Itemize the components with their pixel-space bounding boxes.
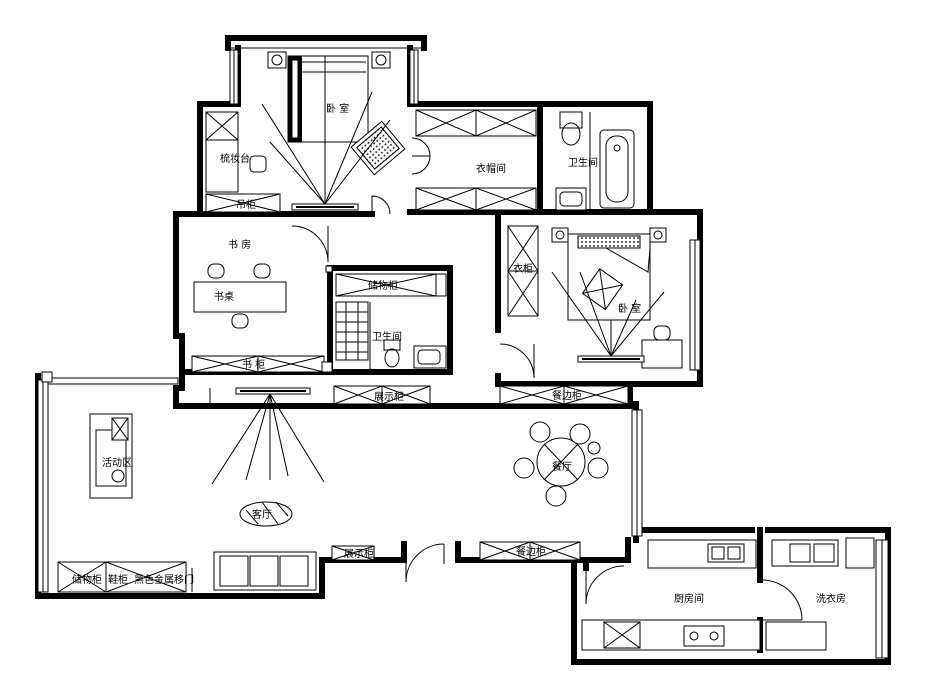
study-furniture <box>191 225 333 373</box>
label-laundry: 洗衣房 <box>816 592 846 605</box>
label-living: 客厅 <box>252 508 272 521</box>
label-bath-mid: 卫生间 <box>372 330 402 343</box>
bathroom-mid <box>321 301 447 373</box>
sideboard-top <box>499 385 629 405</box>
label-bedroom-right: 卧 室 <box>618 302 641 315</box>
label-study: 书 房 <box>228 238 251 251</box>
label-bookcase: 书 柜 <box>242 358 265 371</box>
bedroom-top-furniture <box>205 51 406 213</box>
label-makeup-table: 梳妆台 <box>220 152 250 165</box>
room-labels: 卧 室 梳妆台 衣帽间 卫生间 吊柜 书 房 书桌 储物柜 卫生间 书 柜 展示… <box>72 102 846 605</box>
label-wardrobe-cabinet: 衣柜 <box>513 262 533 275</box>
dining-table <box>513 421 609 507</box>
label-bedroom-top: 卧 室 <box>326 102 349 115</box>
label-display-cabinet-mid: 展示柜 <box>374 390 404 403</box>
label-bath-top: 卫生间 <box>568 156 598 169</box>
label-display-cabinet-bottom: 展示柜 <box>344 547 374 560</box>
wardrobe-room <box>411 109 537 211</box>
windows <box>37 49 889 659</box>
sideboard-bottom <box>479 541 581 561</box>
label-sliding-door: 黑色金属移门 <box>134 573 194 586</box>
storage-cabinet <box>335 273 447 297</box>
bedroom-right-furniture <box>499 225 683 379</box>
label-storage-cabinet: 储物柜 <box>368 279 398 292</box>
label-sideboard-top: 餐边柜 <box>552 389 582 402</box>
bathroom-top <box>555 111 635 211</box>
living-room-furniture <box>57 393 325 593</box>
label-sideboard-bottom: 餐边柜 <box>516 545 546 558</box>
kitchen-furniture <box>581 537 875 651</box>
label-wardrobe-room: 衣帽间 <box>476 162 506 175</box>
label-kitchen: 厨房间 <box>674 592 704 605</box>
label-hanging-cabinet: 吊柜 <box>236 198 256 211</box>
label-desk: 书桌 <box>214 290 234 303</box>
label-storage-cabinet-bottom: 储物柜 <box>72 573 102 586</box>
display-cabinet-mid <box>209 385 431 405</box>
label-dining: 餐厅 <box>552 460 572 473</box>
label-activity-area: 活动区 <box>102 457 132 469</box>
display-cabinet-bottom <box>331 543 445 583</box>
label-shoe-cabinet: 鞋柜 <box>108 573 128 586</box>
